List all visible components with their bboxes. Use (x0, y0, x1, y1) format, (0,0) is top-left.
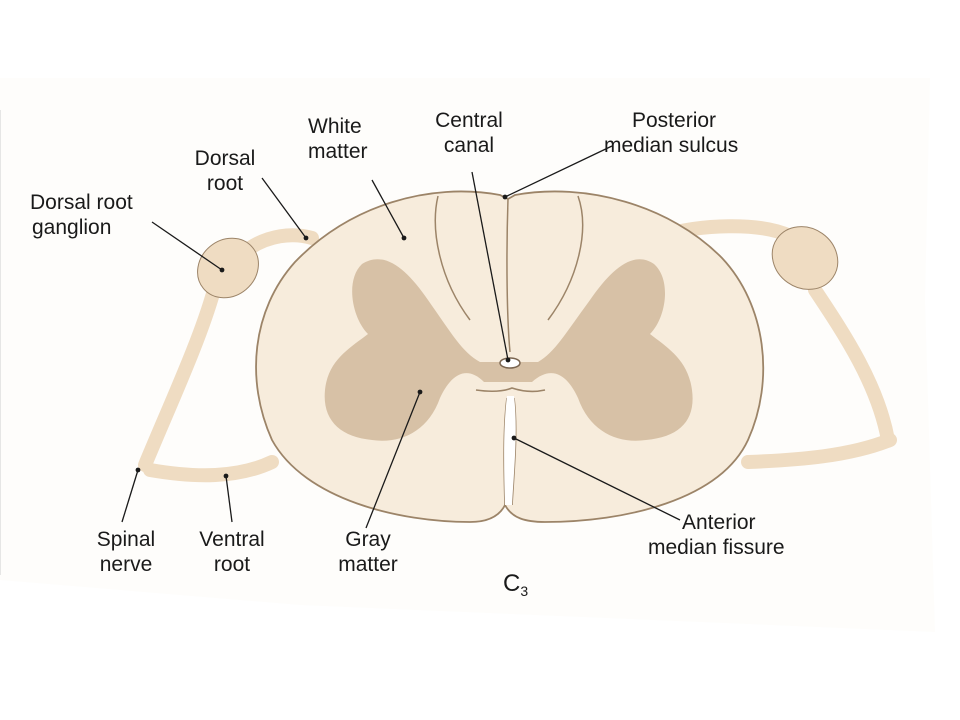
label-spinal-nerve-line1: Spinal (96, 528, 156, 551)
leader-dots (135, 194, 517, 479)
label-dorsal-root-line2: root (206, 172, 244, 195)
label-ventral-root: Ventral root (182, 527, 282, 577)
left-dorsal-root-ganglion (197, 237, 259, 299)
label-white-matter-line1: White (308, 115, 362, 138)
label-central-canal-line2: canal (443, 134, 495, 157)
leader-white-matter (371, 179, 405, 239)
left-spinal-nerve (138, 283, 221, 472)
leader-gray-matter (365, 391, 421, 529)
leader-ventral-root (225, 475, 233, 523)
label-gray-matter-line1: Gray (345, 528, 391, 551)
segment-label: C3 (503, 571, 528, 604)
leader-dorsal-root-ganglion (151, 221, 223, 271)
segment-subscript: 3 (520, 583, 529, 599)
label-posterior-median-sulcus: Posterior median sulcus (604, 108, 738, 158)
label-anterior-median-fissure-line2: median fissure (648, 536, 785, 559)
label-ventral-root-line1: Ventral (199, 528, 265, 551)
leader-lines (121, 145, 681, 529)
label-white-matter: White matter (308, 114, 368, 164)
label-dorsal-root-ganglion: Dorsal root ganglion (30, 190, 133, 240)
label-central-canal: Central canal (414, 108, 524, 158)
right-dorsal-root-ganglion (771, 226, 839, 290)
segment-letter: C (503, 570, 521, 597)
leader-central-canal (471, 171, 509, 361)
label-spinal-nerve: Spinal nerve (76, 527, 176, 577)
label-dorsal-root-line1: Dorsal (194, 147, 256, 170)
label-dorsal-root-ganglion-line1: Dorsal root (30, 191, 133, 214)
fissure-fill (504, 396, 516, 505)
label-spinal-nerve-line2: nerve (99, 553, 153, 576)
label-white-matter-line2: matter (308, 140, 368, 163)
label-gray-matter-line2: matter (338, 553, 398, 576)
label-ventral-root-line2: root (213, 553, 251, 576)
label-anterior-median-fissure-line1: Anterior (682, 511, 756, 534)
label-posterior-median-sulcus-line1: Posterior (632, 109, 717, 132)
leader-dorsal-root (261, 177, 307, 239)
label-dorsal-root-ganglion-line2: ganglion (32, 216, 112, 239)
label-gray-matter: Gray matter (318, 527, 418, 577)
label-central-canal-line1: Central (435, 109, 503, 132)
gray-matter (324, 259, 693, 441)
right-spinal-nerve (808, 283, 895, 447)
label-dorsal-root: Dorsal root (180, 146, 270, 196)
left-ventral-root (143, 455, 279, 483)
label-anterior-median-fissure: Anterior median fissure (648, 510, 785, 560)
central-canal (499, 357, 521, 369)
posterior-septa (434, 195, 584, 353)
right-ventral-root (741, 433, 897, 469)
label-posterior-median-sulcus-line2: median sulcus (604, 134, 739, 157)
anterior-median-fissure-notch (475, 387, 546, 393)
leader-anterior-median-fissure (513, 437, 681, 521)
leader-spinal-nerve (121, 469, 139, 523)
leader-posterior-median-sulcus (504, 145, 613, 198)
